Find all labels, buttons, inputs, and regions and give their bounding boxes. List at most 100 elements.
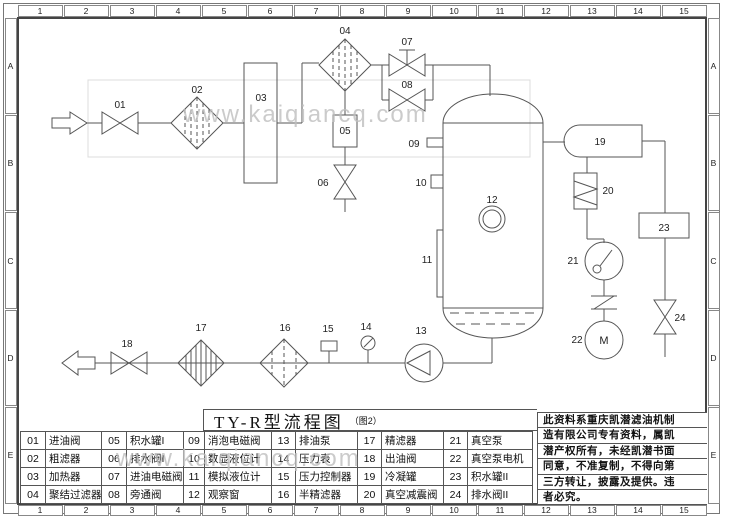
part-no: 14 — [272, 450, 296, 468]
part-name: 精滤器 — [382, 432, 444, 450]
notice-line: 三方转让，披露及提供。违 — [538, 475, 707, 490]
part-name: 压力控制器 — [296, 468, 358, 486]
part-name: 消泡电磁阀 — [205, 432, 272, 450]
part-no: 08 — [102, 486, 127, 504]
grid-row-label: A — [4, 17, 17, 114]
grid-col-label: 11 — [477, 504, 523, 516]
grid-col-label: 2 — [63, 4, 109, 17]
grid-col-label: 6 — [247, 4, 293, 17]
title-block: TY-R型流程图 （图2） — [203, 409, 537, 432]
part-name: 粗滤器 — [46, 450, 102, 468]
part-no: 19 — [358, 468, 382, 486]
grid-col-label: 8 — [339, 504, 385, 516]
part-name: 排油泵 — [296, 432, 358, 450]
grid-row-label: E — [707, 407, 720, 504]
grid-col-label: 15 — [661, 504, 707, 516]
part-no: 17 — [358, 432, 382, 450]
notice-box: 此资料系重庆凯潜滤油机制造有限公司专有资料，属凯潜产权所有，未经凯潜书面同意，不… — [537, 412, 707, 506]
grid-col-label: 6 — [247, 504, 293, 516]
grid-row-label: C — [4, 212, 17, 309]
part-name: 积水罐I — [127, 432, 184, 450]
part-name: 积水罐II — [468, 468, 533, 486]
part-name: 半精滤器 — [296, 486, 358, 504]
part-no: 02 — [21, 450, 46, 468]
part-name: 真空泵 — [468, 432, 533, 450]
grid-col-label: 3 — [109, 504, 155, 516]
grid-col-label: 13 — [569, 504, 615, 516]
part-no: 24 — [444, 486, 468, 504]
grid-col-label: 10 — [431, 504, 477, 516]
grid-col-label: 1 — [17, 4, 63, 17]
grid-row-label: A — [707, 17, 720, 114]
notice-line: 者必究。 — [538, 490, 707, 506]
part-name: 模拟液位计 — [205, 468, 272, 486]
part-no: 09 — [184, 432, 205, 450]
grid-row-label: D — [4, 309, 17, 407]
grid-col-label: 1 — [17, 504, 63, 516]
notice-line: 此资料系重庆凯潜滤油机制 — [538, 413, 707, 429]
part-name: 数显液位计 — [205, 450, 272, 468]
grid-col-label: 14 — [615, 504, 661, 516]
grid-row-label: B — [4, 114, 17, 212]
grid-row-label: C — [707, 212, 720, 309]
grid-row-label: D — [707, 309, 720, 407]
part-no: 05 — [102, 432, 127, 450]
part-name: 冷凝罐 — [382, 468, 444, 486]
notice-line: 同意，不准复制，不得向第 — [538, 459, 707, 475]
part-name: 真空泵电机 — [468, 450, 533, 468]
part-no: 22 — [444, 450, 468, 468]
part-no: 13 — [272, 432, 296, 450]
drawing-title: TY-R型流程图 — [214, 412, 344, 432]
drawing-frame — [17, 17, 707, 505]
part-name: 出油阀 — [382, 450, 444, 468]
grid-col-label: 12 — [523, 4, 569, 17]
grid-col-label: 12 — [523, 504, 569, 516]
grid-col-label: 9 — [385, 4, 431, 17]
grid-col-label: 2 — [63, 504, 109, 516]
part-name: 压力表 — [296, 450, 358, 468]
grid-col-label: 5 — [201, 504, 247, 516]
grid-col-label: 8 — [339, 4, 385, 17]
grid-row-label: B — [707, 114, 720, 212]
grid-col-label: 7 — [293, 4, 339, 17]
part-name: 旁通阀 — [127, 486, 184, 504]
part-name: 进油阀 — [46, 432, 102, 450]
grid-col-label: 4 — [155, 4, 201, 17]
part-name: 进油电磁阀 — [127, 468, 184, 486]
part-name: 观察窗 — [205, 486, 272, 504]
part-no: 10 — [184, 450, 205, 468]
grid-col-label: 9 — [385, 504, 431, 516]
grid-col-label: 4 — [155, 504, 201, 516]
part-no: 06 — [102, 450, 127, 468]
part-name: 真空减震阀 — [382, 486, 444, 504]
grid-col-label: 14 — [615, 4, 661, 17]
part-no: 04 — [21, 486, 46, 504]
part-no: 03 — [21, 468, 46, 486]
part-no: 20 — [358, 486, 382, 504]
notice-line: 造有限公司专有资料，属凯 — [538, 428, 707, 444]
grid-col-label: 10 — [431, 4, 477, 17]
grid-col-label: 11 — [477, 4, 523, 17]
figure-ref: （图2） — [349, 415, 382, 426]
part-no: 18 — [358, 450, 382, 468]
part-no: 11 — [184, 468, 205, 486]
grid-col-label: 15 — [661, 4, 707, 17]
part-no: 12 — [184, 486, 205, 504]
grid-row-label: E — [4, 407, 17, 504]
part-no: 16 — [272, 486, 296, 504]
grid-col-label: 13 — [569, 4, 615, 17]
part-no: 21 — [444, 432, 468, 450]
part-no: 15 — [272, 468, 296, 486]
part-name: 加热器 — [46, 468, 102, 486]
grid-col-label: 3 — [109, 4, 155, 17]
part-name: 聚结过滤器 — [46, 486, 102, 504]
part-name: 排水阀I — [127, 450, 184, 468]
part-name: 排水阀II — [468, 486, 533, 504]
part-no: 23 — [444, 468, 468, 486]
grid-col-label: 5 — [201, 4, 247, 17]
part-no: 07 — [102, 468, 127, 486]
